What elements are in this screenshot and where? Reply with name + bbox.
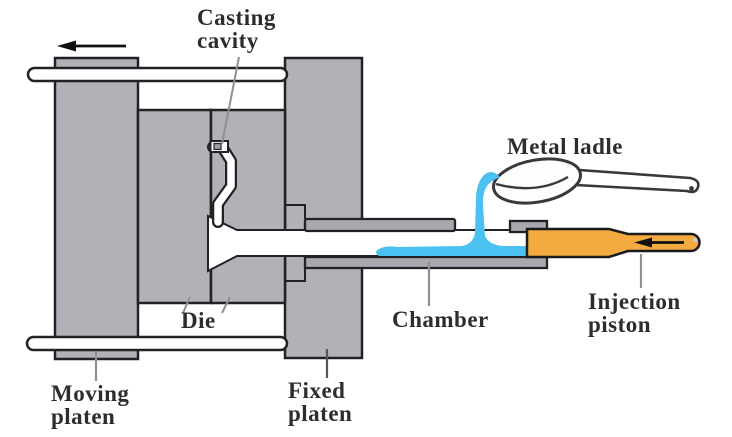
casting-cavity-core-notch	[213, 142, 222, 151]
tie-rod-bottom	[25, 335, 289, 352]
injection-piston-label: Injection piston	[588, 289, 681, 337]
fixed-platen-shape	[283, 56, 364, 360]
moving-platen-label: Moving platen	[51, 381, 130, 429]
moving-platen-shape	[53, 56, 140, 361]
metal-ladle-label: Metal ladle	[507, 134, 623, 159]
ladle-handle	[562, 167, 700, 194]
ladle-hook-tip	[689, 186, 694, 191]
chamber-top-wall	[303, 217, 457, 233]
molten-metal-stream	[376, 171, 527, 256]
ladle-bowl	[492, 157, 582, 205]
casting-cavity-label: Casting cavity	[197, 5, 276, 53]
casting-cavity-leader	[221, 56, 240, 145]
chamber-label: Chamber	[392, 307, 489, 332]
chamber-bottom-wall	[303, 255, 549, 270]
tie-rod-top	[26, 66, 289, 83]
ladle-rim-line	[495, 175, 569, 190]
moving-die-half-shape	[136, 108, 213, 305]
die-leaders	[182, 296, 231, 314]
die-label: Die	[181, 308, 216, 333]
piston-motion-arrow-icon	[634, 237, 684, 248]
platen-step-notch-lines	[285, 204, 306, 282]
metal-ladle-shape	[492, 157, 700, 205]
piston-rod-end-dot	[692, 237, 698, 243]
fixed-platen-label: Fixed platen	[288, 378, 353, 426]
injection-piston-shape	[525, 227, 701, 259]
platen-motion-arrow-icon	[57, 40, 126, 52]
